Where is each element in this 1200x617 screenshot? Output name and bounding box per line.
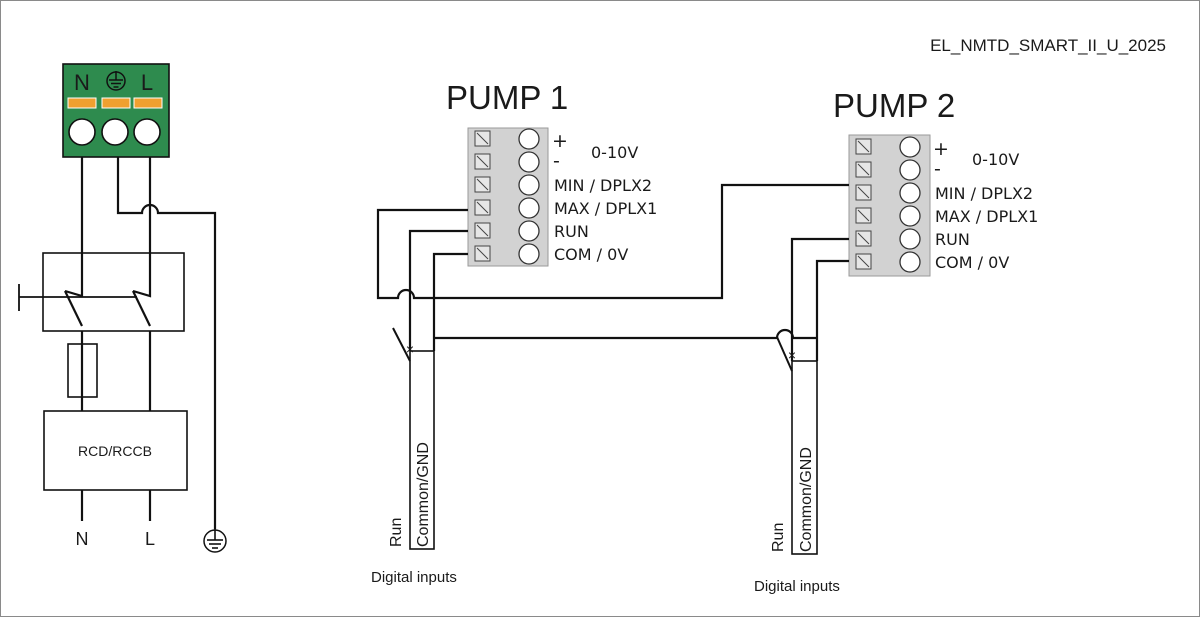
output-label-n: N — [76, 529, 89, 549]
screw-n — [68, 118, 96, 146]
rcd-box — [43, 410, 188, 491]
document-reference: EL_NMTD_SMART_II_U_2025 — [930, 36, 1166, 55]
pump-2-common-label: Common/GND — [798, 447, 815, 552]
pump-1-terminal-plus — [474, 128, 540, 150]
pump-2-sign-minus: - — [934, 158, 941, 180]
pump-2-label-com: COM / 0V — [935, 253, 1009, 272]
pump-2-label-max: MAX / DPLX1 — [935, 207, 1038, 226]
pump-2-terminal-minus — [855, 159, 921, 181]
pump-1-common-label: Common/GND — [415, 442, 432, 547]
rcd-label: RCD/RCCB — [78, 443, 152, 459]
pump-2-section: PUMP 2 + - 0-10V MIN / DPLX2 — [754, 87, 1038, 595]
pump-2-run-switch — [776, 336, 793, 372]
pump-2-title: PUMP 2 — [833, 87, 955, 124]
pump-2-terminal-strip — [848, 134, 931, 277]
terminal-label-l: L — [141, 70, 153, 95]
pump-1-label-min: MIN / DPLX2 — [554, 176, 652, 195]
earth-icon — [203, 529, 227, 553]
wire-com-link — [434, 328, 817, 340]
neutral-wire — [64, 157, 84, 344]
screw-clamp-n — [67, 97, 97, 109]
pump-2-terminal-plus — [855, 136, 921, 158]
pump-1-digital-input: × Run Common/GND Digital inputs — [371, 327, 457, 586]
screw-clamp-l — [133, 97, 163, 109]
pump-2-sign-plus: + — [933, 138, 949, 160]
pump-1-digital-caption: Digital inputs — [371, 569, 457, 586]
pump-1-sign-plus: + — [552, 130, 568, 152]
pump-1-section: PUMP 1 + - 0-10V MIN / DPLX2 — [371, 79, 657, 586]
pump-2-analog-label: 0-10V — [972, 150, 1019, 169]
pump-1-terminal-minus — [474, 151, 540, 173]
pump-2-strip-body — [848, 134, 931, 277]
pump-1-run-switch — [392, 327, 411, 362]
pump-2-terminal-run — [855, 228, 921, 250]
earth-terminal-icon — [106, 71, 126, 91]
pump-2-terminal-max — [855, 205, 921, 227]
terminal-label-n: N — [74, 70, 90, 95]
pump-1-sign-minus: - — [553, 150, 560, 172]
output-label-l: L — [145, 529, 155, 549]
wire-p2-com — [815, 259, 849, 361]
wire-p2-run — [790, 237, 849, 353]
pump-1-terminal-strip — [467, 127, 549, 267]
pump-1-title: PUMP 1 — [446, 79, 568, 116]
pump-1-label-max: MAX / DPLX1 — [554, 199, 657, 218]
pump-2-digital-caption: Digital inputs — [754, 578, 840, 595]
pump-1-label-run: RUN — [554, 222, 589, 241]
pump-1-terminal-run — [474, 220, 540, 242]
wire-p1-com — [432, 252, 468, 351]
mains-terminal-block: N L — [62, 63, 170, 158]
pump-2-label-min: MIN / DPLX2 — [935, 184, 1033, 203]
pump-1-cable-outline — [409, 350, 435, 550]
pump-1-run-label: Run — [388, 518, 405, 547]
pump-2-run-label: Run — [770, 523, 787, 552]
pump-2-digital-input: × Run Common/GND Digital inputs — [754, 336, 840, 595]
pump-2-terminal-com — [855, 251, 921, 273]
pump-2-cable-outline — [791, 360, 818, 555]
rcd-breaker: RCD/RCCB — [43, 410, 188, 491]
pump-1-terminal-min — [474, 174, 540, 196]
pump-1-terminal-com — [474, 243, 540, 265]
screw-l — [133, 118, 161, 146]
pump-2-label-run: RUN — [935, 230, 970, 249]
isolator-switch — [18, 252, 185, 332]
wire-p1-max-to-p2-min — [376, 183, 849, 300]
fuse — [67, 343, 98, 411]
screw-earth — [101, 118, 129, 146]
pump-2-terminal-min — [855, 182, 921, 204]
pump-1-terminal-max — [474, 197, 540, 219]
pump-1-switch-contact: × — [406, 341, 414, 357]
wire-p1-run — [408, 229, 468, 346]
pump-1-strip-body — [467, 127, 549, 267]
pump-2-switch-contact: × — [788, 347, 796, 363]
screw-clamp-earth — [101, 97, 131, 109]
live-wire — [132, 157, 152, 411]
pump-1-label-com: COM / 0V — [554, 245, 628, 264]
isolator-enclosure — [42, 252, 185, 332]
power-supply-section: N L — [18, 63, 227, 553]
pump-1-analog-label: 0-10V — [591, 143, 638, 162]
